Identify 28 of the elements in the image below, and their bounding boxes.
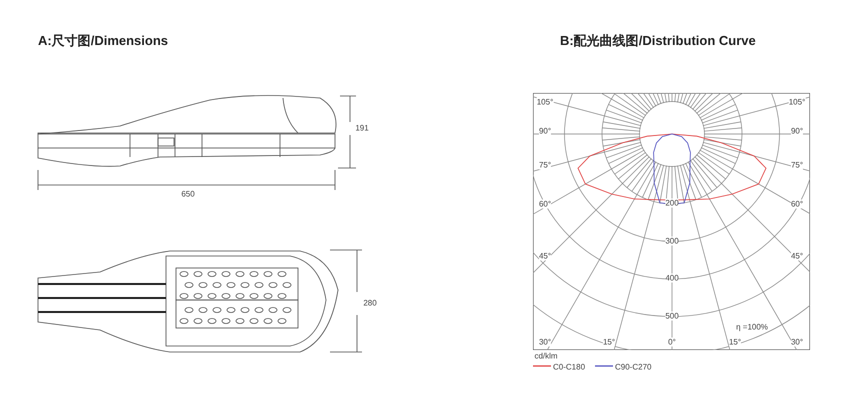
angle-label: 60° [538, 200, 552, 208]
efficiency-label: η =100% [736, 322, 768, 332]
angle-label: 45° [538, 252, 552, 260]
intensity-label: 400 [665, 274, 679, 282]
section-title: B:配光曲线图/Distribution Curve [560, 32, 756, 50]
angle-label: 30° [790, 338, 804, 346]
intensity-label: 300 [665, 236, 679, 246]
angle-label: 15° [602, 338, 616, 346]
angle-label: 90° [538, 126, 552, 136]
angle-label: 75° [790, 160, 804, 170]
angle-label: 45° [790, 252, 804, 260]
angle-label: 105° [788, 98, 806, 106]
legend-label: C0-C180 [553, 362, 586, 372]
angle-label: 105° [536, 98, 554, 106]
intensity-label: 500 [665, 312, 679, 320]
intensity-label: 200 [665, 198, 679, 208]
legend-label: C90-C270 [615, 362, 652, 372]
angle-label: 90° [790, 126, 804, 136]
unit-label: cd/klm [534, 352, 558, 360]
section-title: A:尺寸图/Dimensions [38, 32, 168, 50]
angle-label: 30° [538, 338, 552, 346]
angle-label: 15° [728, 338, 742, 346]
angle-label: 60° [790, 200, 804, 208]
dimension-label: 650 [181, 190, 195, 198]
dimension-label: 191 [355, 124, 369, 132]
angle-label: 0° [668, 338, 676, 346]
dimension-label: 280 [363, 298, 377, 308]
angle-label: 75° [538, 160, 552, 170]
